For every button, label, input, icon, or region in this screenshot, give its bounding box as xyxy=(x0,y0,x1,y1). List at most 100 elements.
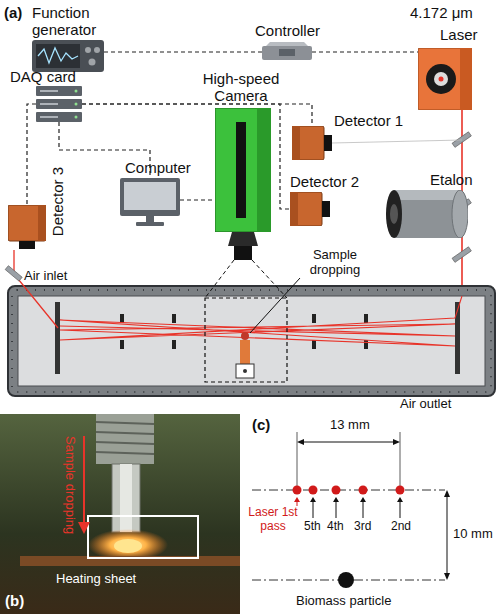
icon-part xyxy=(418,48,472,110)
device-icon xyxy=(32,40,104,72)
nozzle-thread xyxy=(96,414,154,464)
device-node: DAQ card xyxy=(36,86,82,122)
sample-particle xyxy=(241,332,249,340)
icon-part xyxy=(236,122,246,218)
pointer-arrow xyxy=(363,500,364,518)
icon-part xyxy=(146,216,154,222)
icon-part xyxy=(390,204,398,224)
icon-part xyxy=(94,47,100,53)
annotation-label: Air outlet xyxy=(400,397,451,412)
pointer-arrow-head xyxy=(360,497,366,502)
icon-part xyxy=(434,72,448,86)
beam-spot xyxy=(396,486,405,495)
device-label: Detector 3 xyxy=(49,167,66,236)
annotation-label: Biomass particle xyxy=(296,594,391,609)
device-node: Computer xyxy=(120,178,180,226)
cell-housing xyxy=(8,286,495,396)
extension-line xyxy=(400,432,401,488)
icon-part xyxy=(36,86,82,96)
icon-part xyxy=(36,99,82,109)
icon-part xyxy=(124,182,176,210)
annotation-label: Heating sheet xyxy=(56,572,136,587)
annotation-label: Sample dropping xyxy=(62,436,77,534)
annotation-label: Sample dropping xyxy=(300,248,370,278)
annotation-label: (b) xyxy=(5,592,24,609)
beam-spot xyxy=(309,486,318,495)
sample-glow-core xyxy=(114,539,142,553)
beam-spot xyxy=(293,486,302,495)
drop-arrow xyxy=(83,436,85,524)
baffle xyxy=(364,340,368,349)
signal-wire xyxy=(59,122,150,178)
laser-beam-out xyxy=(14,250,58,328)
drop-arrow-head xyxy=(78,522,90,534)
device-label: Detector 2 xyxy=(290,173,359,190)
annotation-label: 4th xyxy=(327,520,344,534)
device-icon xyxy=(120,178,180,226)
beam-split xyxy=(332,140,462,143)
icon-part xyxy=(120,178,180,216)
baffle xyxy=(172,314,176,323)
beam-spot xyxy=(359,486,368,495)
cell-mirror xyxy=(455,302,460,374)
baffle xyxy=(120,314,124,323)
biomass-particle xyxy=(338,572,354,588)
cell-interior xyxy=(18,296,485,386)
pointer-arrow-head xyxy=(333,497,339,502)
thread-line xyxy=(96,432,154,434)
icon-part xyxy=(262,46,312,60)
icon-part xyxy=(386,190,402,238)
dimension-line xyxy=(447,494,448,576)
beam-spot xyxy=(332,486,341,495)
device-icon xyxy=(386,190,468,238)
pointer-arrow-head xyxy=(310,497,316,502)
signal-wire xyxy=(104,51,262,52)
annotation-label: Laser 1st pass xyxy=(246,506,300,534)
icon-part xyxy=(89,59,96,66)
device-node: Detector 2 xyxy=(290,192,330,226)
icon-part xyxy=(36,112,82,122)
device-label: Controller xyxy=(255,22,320,39)
device-label: 4.172 μm xyxy=(410,4,473,21)
icon-part xyxy=(136,222,164,226)
device-icon xyxy=(36,86,82,122)
dimension-arrow xyxy=(444,490,450,497)
pointer-arrow xyxy=(313,500,314,518)
icon-part xyxy=(290,192,322,226)
view-line xyxy=(205,260,234,298)
camera-lens xyxy=(234,246,252,260)
baffle xyxy=(120,340,124,349)
annotation-label: 5th xyxy=(304,520,321,534)
pointer-arrow xyxy=(336,500,337,518)
dimension-arrow xyxy=(444,573,450,580)
device-node: Detector 1 xyxy=(292,126,332,160)
device-label: Laser xyxy=(440,26,478,43)
icon-part xyxy=(40,116,58,118)
icon-part xyxy=(38,48,78,63)
icon-part xyxy=(75,103,78,106)
device-label: Function generator xyxy=(32,4,112,39)
icon-part xyxy=(266,42,308,46)
icon-part xyxy=(85,47,91,53)
icon-part xyxy=(36,44,80,68)
mirror xyxy=(452,247,471,263)
icon-part xyxy=(75,116,78,119)
icon-part xyxy=(322,201,330,217)
icon-part xyxy=(439,77,444,82)
highlight-box xyxy=(88,516,198,558)
icon-part xyxy=(394,190,460,238)
signal-wire xyxy=(82,104,290,209)
icon-part xyxy=(279,49,295,56)
leader-line xyxy=(250,278,300,333)
device-label: Detector 1 xyxy=(334,112,403,129)
device-label: High-speed Camera xyxy=(191,70,291,105)
photo-background xyxy=(0,414,240,614)
device-node: 4.172 μmLaser xyxy=(418,48,472,110)
icon-part xyxy=(292,126,300,160)
extension-line xyxy=(297,432,298,488)
annotation-label: 3rd xyxy=(354,520,371,534)
thread-line xyxy=(96,452,154,454)
pointer-arrow-head xyxy=(294,497,300,502)
